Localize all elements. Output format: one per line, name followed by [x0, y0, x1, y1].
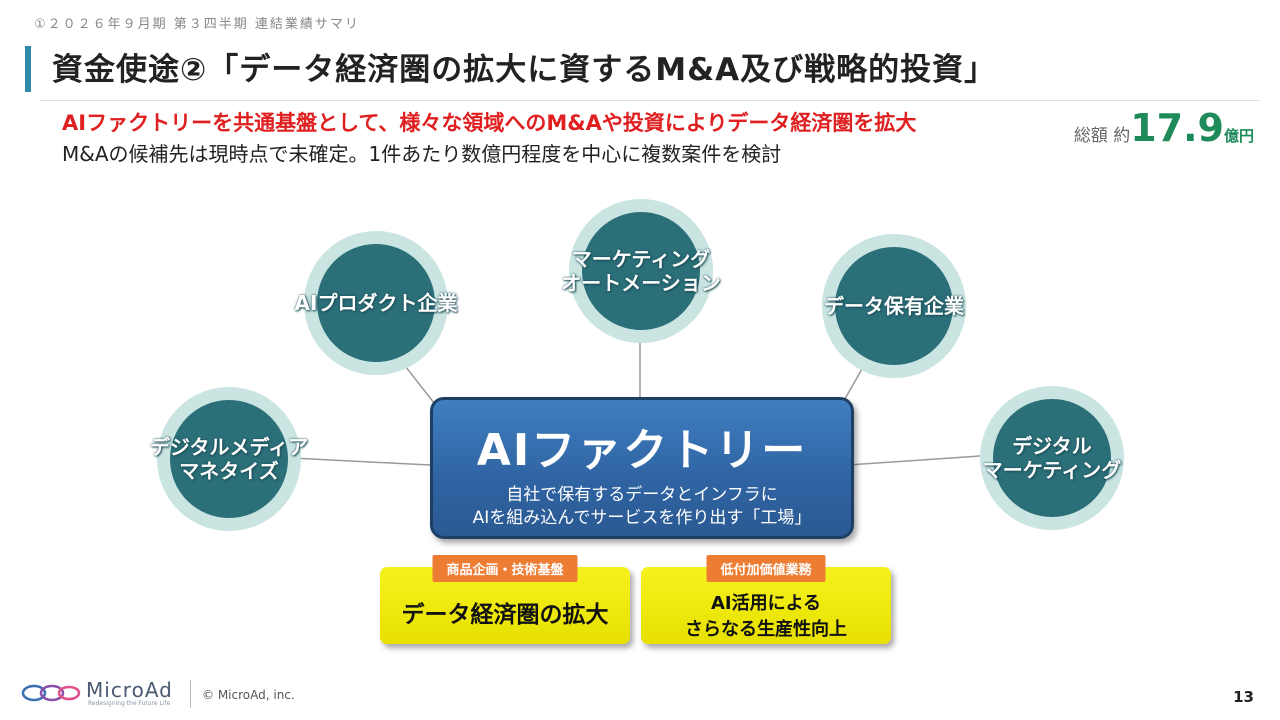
node-marketing-automation: マーケティング オートメーション [561, 199, 721, 343]
node-digital-marketing: デジタル マーケティング [980, 386, 1124, 530]
hub-desc-line2: AIを組み込んでサービスを作り出す「工場」 [472, 507, 812, 528]
lead-headline: AIファクトリーを共通基盤として、様々な領域へのM&Aや投資によりデータ経済圏を… [62, 111, 917, 135]
copyright: © MicroAd, inc. [202, 688, 295, 702]
total-unit: 億円 [1223, 127, 1254, 145]
microad-logo-icon [21, 684, 81, 702]
node-data-holding-label: データ保有企業 [824, 294, 964, 318]
hub-title: AIファクトリー [476, 425, 808, 476]
connector-ai-product [401, 361, 439, 409]
connector-digital-media [291, 457, 431, 466]
box-productivity-tag: 低付加価値業務 [706, 555, 826, 582]
node-marketing-automation-line1: マーケティング [571, 247, 711, 271]
box-data-economy-tag: 商品企画・技術基盤 [432, 555, 578, 582]
box-productivity: 低付加価値業務 AI活用による さらなる生産性向上 [641, 555, 891, 644]
node-digital-media-line2: マネタイズ [179, 459, 279, 483]
title-accent-bar [25, 46, 31, 92]
connector-digital-marketing [847, 455, 981, 466]
hub-desc-line1: 自社で保有するデータとインフラに [506, 485, 778, 505]
page-number: 13 [1233, 688, 1254, 706]
footer-separator [190, 680, 191, 708]
brand-tagline: Redesigning the Future Life [88, 700, 171, 707]
total-number: 17.9 [1130, 106, 1224, 150]
node-digital-marketing-line1: デジタル [1012, 434, 1092, 458]
box-productivity-main-line2: さらなる生産性向上 [685, 619, 847, 640]
hub-ai-factory: AIファクトリー 自社で保有するデータとインフラに AIを組み込んでサービスを作… [430, 397, 854, 539]
node-marketing-automation-line2: オートメーション [561, 271, 721, 295]
node-digital-marketing-line2: マーケティング [982, 458, 1122, 482]
node-ai-product: AIプロダクト企業 [295, 231, 457, 375]
page-title: 資金使途②「データ経済圏の拡大に資するM&A及び戦略的投資」 [52, 52, 997, 88]
node-digital-media: デジタルメディア マネタイズ [150, 387, 308, 531]
box-data-economy: 商品企画・技術基盤 データ経済圏の拡大 [380, 555, 630, 644]
box-productivity-main-line1: AI活用による [710, 593, 822, 614]
total-amount: 総額 約17.9億円 [1074, 106, 1254, 150]
node-digital-media-line1: デジタルメディア [149, 435, 309, 459]
node-data-holding: データ保有企業 [822, 234, 966, 378]
box-data-economy-main: データ経済圏の拡大 [401, 602, 609, 628]
total-prefix: 総額 約 [1073, 126, 1131, 146]
brand-name: MicroAd [86, 678, 173, 702]
node-ai-product-label: AIプロダクト企業 [294, 291, 458, 315]
lead-subline: M&Aの候補先は現時点で未確定。1件あたり数億円程度を中心に複数案件を検討 [62, 142, 782, 166]
breadcrumb: ①２０２６年９月期 第３四半期 連結業績サマリ [34, 17, 360, 32]
title-divider [40, 100, 1260, 101]
